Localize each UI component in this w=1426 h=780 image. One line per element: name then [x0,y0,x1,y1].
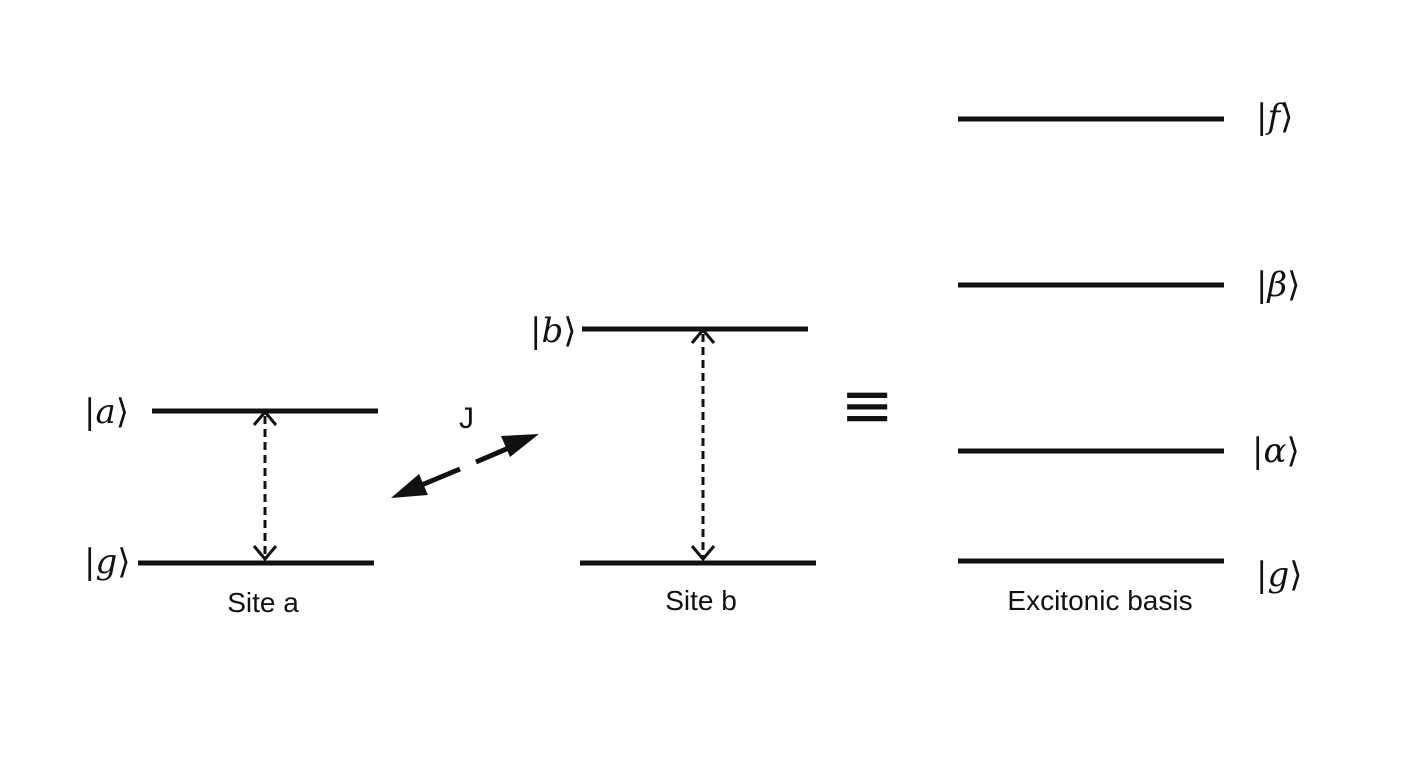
site-a: |a⟩ |g⟩ Site a [84,392,378,618]
excitonic-caption: Excitonic basis [1007,585,1192,616]
site-b-transition-arrow [690,327,716,562]
site-a-caption: Site a [227,587,299,618]
equivalence-symbol: ≡ [840,369,894,443]
site-a-transition-arrow [252,409,278,562]
excitonic-basis: |f⟩ |β⟩ |α⟩ |g⟩ Excitonic basis [958,97,1303,616]
coupling-arrow-icon [391,434,539,498]
excitonic-ket-alpha: |α⟩ [1252,431,1300,471]
site-b-caption: Site b [665,585,737,616]
coupling-label: J [459,402,474,435]
excitonic-ket-f: |f⟩ [1256,97,1293,137]
coupling: J [391,402,539,498]
excitonic-ket-g: |g⟩ [1256,555,1303,595]
site-a-ground-ket: |g⟩ [84,542,131,582]
excitonic-ket-beta: |β⟩ [1256,265,1300,305]
site-b-excited-ket: |b⟩ [530,311,577,351]
site-b: |b⟩ Site b [530,311,816,616]
site-a-excited-ket: |a⟩ [84,392,129,432]
